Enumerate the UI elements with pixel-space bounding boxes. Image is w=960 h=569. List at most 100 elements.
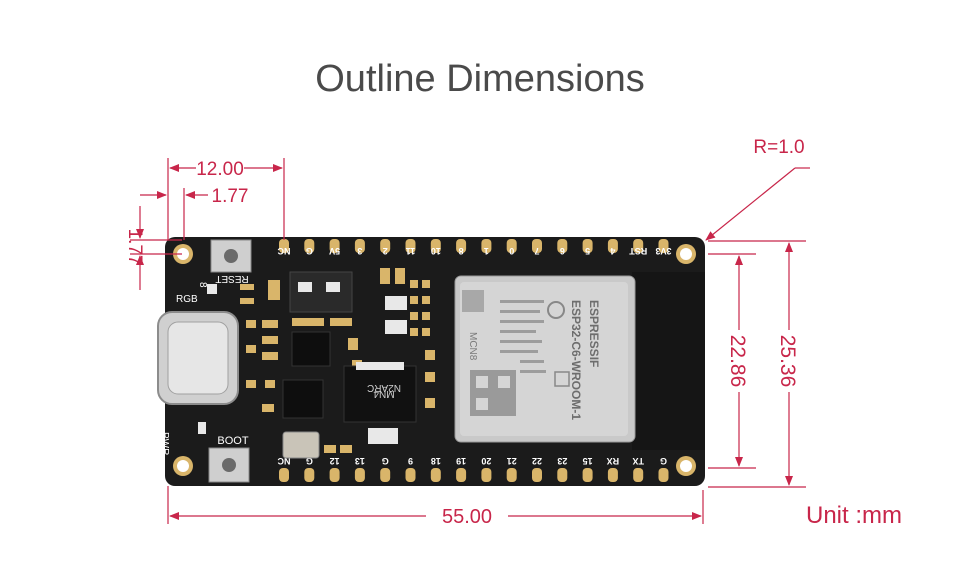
top-pin-label: 10 [431,246,441,256]
bottom-pin-pad [557,468,568,482]
bottom-pin-label: G [306,456,313,466]
dimension-annotations [130,158,810,524]
bottom-pin-pad [304,468,315,482]
top-pin-pad [405,239,416,253]
bottom-pin-label: 18 [431,456,441,466]
bottom-pin-label: NC [277,456,290,466]
rgb-label: RGB [176,294,198,305]
bottom-pin-label: 15 [583,456,593,466]
dim-inner-height: 22.86 [726,335,749,388]
top-pin-label: 3V3 [655,246,671,256]
dim-corner-radius: R=1.0 [753,137,804,158]
top-pin-label: NC [277,246,290,256]
module-code: MCN8 [467,332,478,361]
top-pin-label: RST [629,246,648,256]
bottom-pin-label: 20 [481,456,491,466]
top-pin-pad [380,239,391,253]
top-pin-label: 1 [484,246,489,256]
fuse [368,428,398,444]
bottom-pin-pad [279,468,289,482]
bottom-pin-pad [354,468,365,482]
top-pin-pad [532,239,542,253]
qr-code-small [462,290,484,312]
bottom-pin-label: 21 [507,456,517,466]
top-pin-pad [633,239,644,253]
top-pin-pad [354,239,365,253]
bottom-pin-label: 13 [355,456,365,466]
top-pin-label: 0 [509,246,514,256]
dim-total-length: 55.00 [442,506,492,528]
top-pin-pad [456,239,467,253]
top-pin-pad [607,239,618,253]
dim-top-pitch: 12.00 [196,159,244,180]
dim-top-offset: 1.77 [212,186,249,207]
top-pin-label: 2 [383,246,388,256]
top-pin-label: 5V [329,246,340,256]
top-pin-pad [430,239,441,253]
bottom-pin-label: RX [607,456,620,466]
pwr-led [198,422,206,434]
top-pin-pad [506,239,517,253]
dim-outer-height: 25.36 [776,335,799,388]
top-pin-label: 11 [406,246,416,256]
espressif-logo-icon [547,301,565,319]
module-brand: ESPRESSIF [587,300,601,367]
chip-marking-1: MN4 [373,388,395,399]
bottom-pin-pad [430,468,441,482]
reset-label: RESET [215,273,248,284]
top-pin-label: 6 [560,246,565,256]
pwr-label: PWR [159,432,170,455]
top-pin-pad [304,239,315,253]
bottom-pin-pad [633,468,644,482]
bottom-pin-label: 19 [456,456,466,466]
top-pin-label: 8 [459,246,464,256]
top-pin-pad [329,239,340,253]
bottom-pin-pad [405,468,416,482]
bottom-pin-pad [582,468,593,482]
bottom-pin-pad [506,468,517,482]
top-pin-label: G [306,246,313,256]
crystal [282,431,320,459]
top-pin-pad [279,239,289,253]
antenna-area [632,272,705,450]
usb-serial-ic [282,379,324,419]
top-pin-label: 7 [534,246,539,256]
certification-icon [554,371,570,387]
page-title: Outline Dimensions [315,58,645,100]
top-pin-label: 5 [585,246,590,256]
bottom-pin-pad [329,468,340,482]
bottom-pin-pad [532,468,542,482]
dim-left-offset: 1.77 [124,229,145,266]
top-pin-pad [481,239,492,253]
usb-ic [291,331,331,367]
rgb-led [207,284,217,294]
bottom-pin-label: 22 [532,456,542,466]
bottom-pin-pad [658,468,669,482]
bottom-pin-label: G [382,456,389,466]
bottom-pin-label: G [660,456,667,466]
unit-label: Unit :mm [806,502,902,529]
bottom-pin-label: 12 [330,456,340,466]
bottom-pin-pads [279,468,669,482]
top-pin-label: 3 [357,246,362,256]
top-pin-pad [658,239,669,253]
boot-label: BOOT [217,435,248,447]
top-pin-pad [582,239,593,253]
bottom-pin-label: 23 [557,456,567,466]
top-pin-pads [279,239,669,253]
bottom-pin-pad [481,468,492,482]
ldo-chip [343,365,417,423]
bottom-pin-pad [456,468,467,482]
bottom-pin-pad [607,468,618,482]
top-pin-label: 4 [610,246,615,256]
chip-marking-2: N2ARC [367,382,401,393]
bottom-pin-pad [380,468,391,482]
bottom-pin-label: 9 [408,456,413,466]
module-model: ESP32-C6-WROOM-1 [569,300,583,420]
rgb-pin-label: 8 [197,282,208,288]
top-pin-pad [557,239,568,253]
